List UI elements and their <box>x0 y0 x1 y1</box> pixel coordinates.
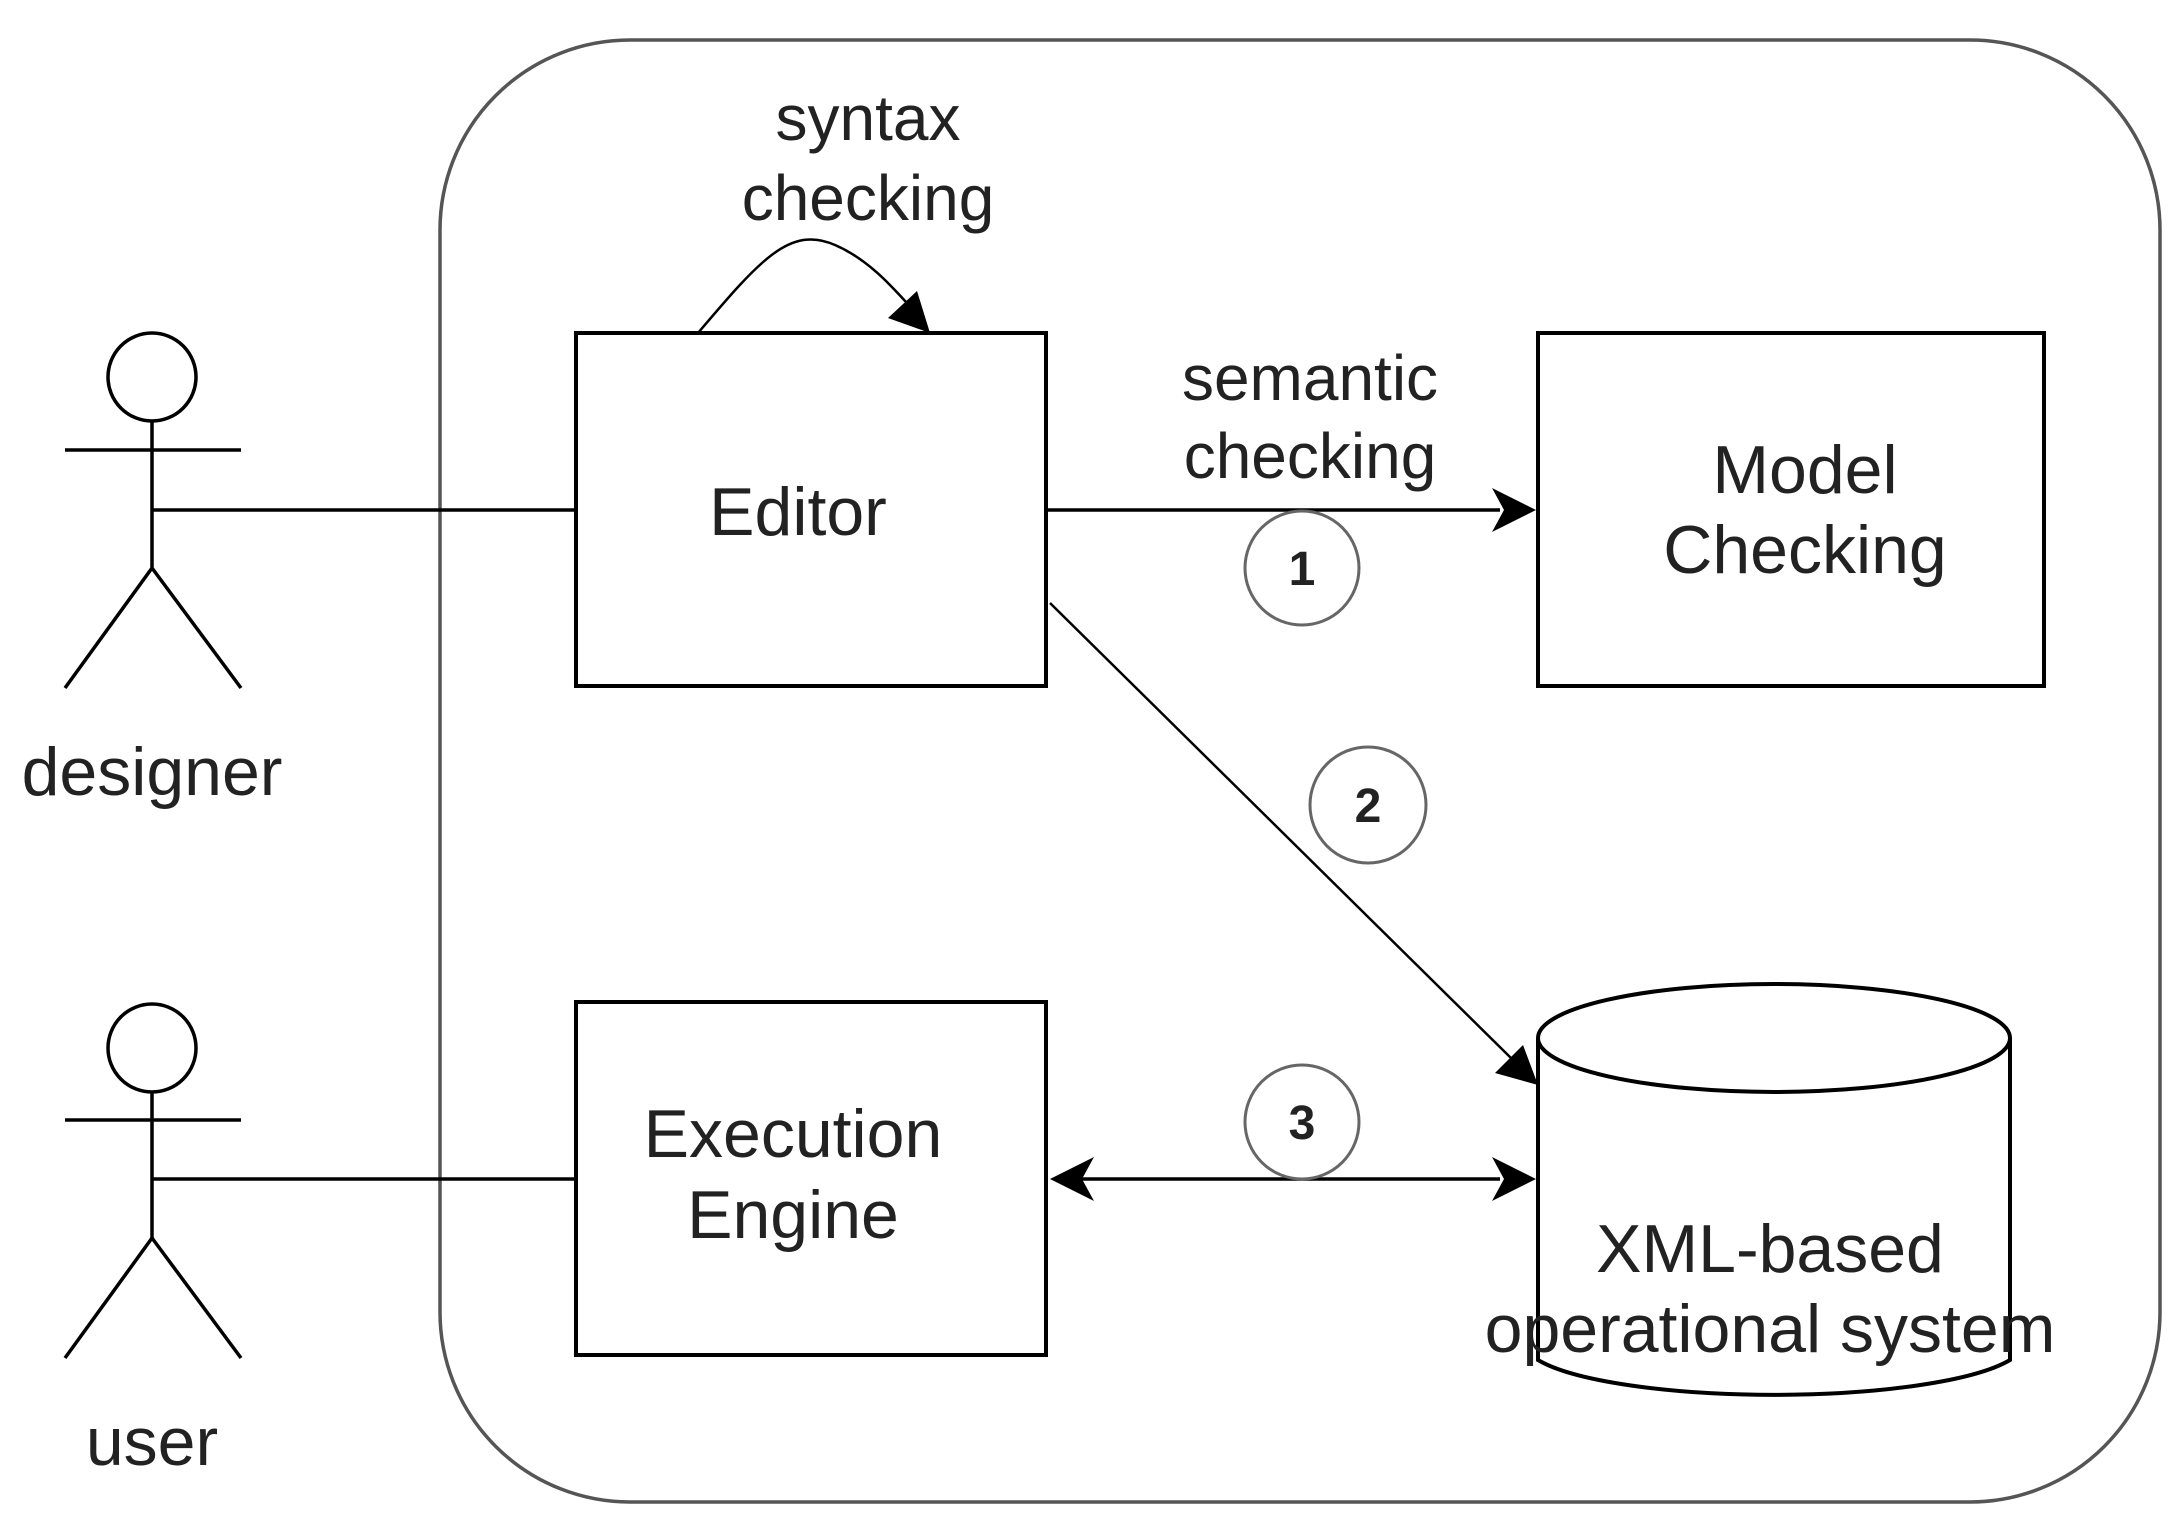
step-3-marker: 3 <box>1243 1063 1361 1181</box>
designer-actor: designer <box>22 331 283 810</box>
user-actor: user <box>63 1002 243 1480</box>
step-2-marker: 2 <box>1308 745 1428 865</box>
model-checking-component: Model Checking <box>1536 331 2046 688</box>
step-2-label: 2 <box>1355 780 1382 833</box>
step-1-marker: 1 <box>1243 509 1361 627</box>
syntax-checking-loop: syntax checking <box>697 82 995 334</box>
semantic-checking-label-line2: checking <box>1184 420 1437 492</box>
xml-system-label-line1: XML-based <box>1596 1211 1944 1287</box>
syntax-checking-label-line1: syntax <box>776 82 961 154</box>
model-checking-label-line2: Checking <box>1663 512 1947 588</box>
execution-engine-label-line2: Engine <box>687 1177 899 1253</box>
execution-engine-label-line1: Execution <box>644 1096 943 1172</box>
user-head <box>106 1002 198 1094</box>
engine-xml-arrowhead-right <box>1492 1157 1536 1201</box>
system-boundary <box>438 38 2162 1504</box>
semantic-checking-arrowhead <box>1492 488 1536 532</box>
step-1-label: 1 <box>1289 543 1316 596</box>
syntax-checking-label-line2: checking <box>742 162 995 234</box>
syntax-checking-arrowhead <box>888 291 930 333</box>
designer-head <box>106 331 198 423</box>
model-checking-label-line1: Model <box>1712 432 1897 508</box>
user-label: user <box>86 1404 218 1480</box>
editor-to-xml-edge <box>1049 602 1538 1085</box>
engine-xml-arrowhead-left <box>1050 1157 1094 1201</box>
xml-system-database: XML-based operational system <box>1485 982 2056 1397</box>
execution-engine-component: Execution Engine <box>574 1000 1048 1357</box>
editor-label: Editor <box>709 474 887 550</box>
editor-to-xml-arrowhead <box>1495 1045 1538 1085</box>
editor-component: Editor <box>574 331 1048 688</box>
semantic-checking-edge: semantic checking <box>1046 342 1536 532</box>
xml-system-label-line2: operational system <box>1485 1291 2056 1367</box>
step-3-label: 3 <box>1289 1097 1316 1150</box>
designer-label: designer <box>22 734 283 810</box>
semantic-checking-label-line1: semantic <box>1182 342 1438 414</box>
